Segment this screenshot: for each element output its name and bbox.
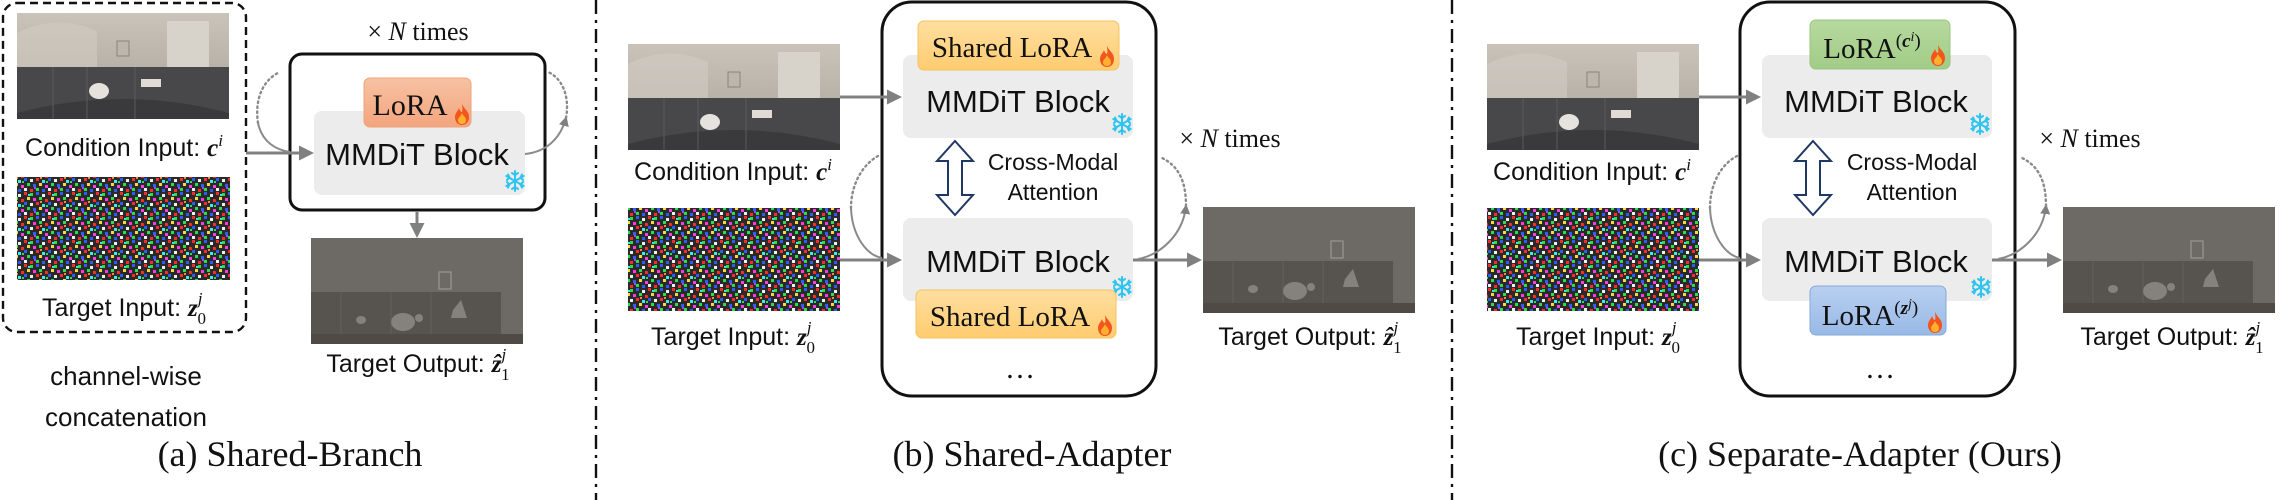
concat-caption-line1: channel-wise <box>50 361 202 391</box>
mmdit-block-target <box>1762 218 1992 301</box>
loop-back-solid <box>257 122 291 153</box>
target-output-image <box>1202 206 1416 314</box>
repeat-label: × N times <box>1179 124 1280 153</box>
loop-back-solid <box>850 207 883 259</box>
lora-label: LoRA <box>373 89 448 122</box>
repeat-label: × N times <box>2039 124 2140 153</box>
lora-condition-label: LoRA(ci) <box>1823 30 1920 65</box>
condition-input-image <box>1486 43 1700 151</box>
panel-caption: (a) Shared-Branch <box>158 434 423 474</box>
target-input-noise-image <box>628 208 840 311</box>
mmdit-block-condition <box>903 55 1133 138</box>
repeat-label: × N times <box>367 17 468 46</box>
mmdit-block-top-label: MMDiT Block <box>1784 84 1968 119</box>
shared-lora-bottom-label: Shared LoRA <box>930 301 1090 333</box>
loop-back-dotted <box>1708 154 1739 210</box>
mmdit-block-label: MMDiT Block <box>325 137 509 172</box>
loop-back-dotted <box>849 154 880 210</box>
loop-out-dotted <box>1158 155 1188 208</box>
condition-input-label: Condition Input: ci <box>25 131 223 162</box>
lora-target-label: LoRA(zj) <box>1822 297 1918 332</box>
loop-out-solid <box>1137 204 1191 260</box>
panel-caption: (c) Separate-Adapter (Ours) <box>1658 434 2062 474</box>
lora-target-adapter <box>1809 285 1947 336</box>
condition-input-image <box>16 12 230 120</box>
mmdit-block-top-label: MMDiT Block <box>926 84 1110 119</box>
shared-lora-bottom <box>915 289 1117 339</box>
mmdit-block-target <box>903 218 1133 301</box>
condition-input-label: Condition Input: ci <box>634 155 832 186</box>
ellipsis: … <box>1865 352 1895 385</box>
concatenation-group-box <box>1 1 248 334</box>
concat-caption-line2: concatenation <box>45 402 207 432</box>
attention-label-line1: Cross-Modal <box>988 149 1118 175</box>
attention-label-line1: Cross-Modal <box>1847 149 1977 175</box>
ellipsis: … <box>1005 352 1035 385</box>
target-output-image <box>310 237 524 345</box>
mmdit-block <box>314 111 525 195</box>
condition-input-label: Condition Input: ci <box>1493 155 1691 186</box>
mmdit-block-bottom-label: MMDiT Block <box>1784 244 1968 279</box>
target-input-noise-image <box>17 177 230 280</box>
target-input-noise-image <box>1487 208 1699 311</box>
loop-back-dotted <box>256 70 282 125</box>
lora-condition-adapter <box>1809 19 1951 70</box>
mmdit-block-bottom-label: MMDiT Block <box>926 244 1110 279</box>
lora-adapter <box>363 77 472 128</box>
panel-caption: (b) Shared-Adapter <box>893 434 1172 474</box>
shared-lora-top-label: Shared LoRA <box>932 32 1092 64</box>
loop-out-solid <box>524 116 569 155</box>
target-output-image <box>2062 206 2276 314</box>
mmdit-block-condition <box>1762 55 1992 138</box>
condition-input-image <box>627 43 841 151</box>
loop-out-dotted <box>546 70 569 120</box>
loop-out-solid <box>1997 204 2051 260</box>
attention-label-line2: Attention <box>1867 179 1958 205</box>
shared-lora-top <box>917 20 1120 71</box>
attention-label-line2: Attention <box>1008 179 1099 205</box>
loop-out-dotted <box>2018 155 2048 208</box>
loop-back-solid <box>1709 207 1741 259</box>
